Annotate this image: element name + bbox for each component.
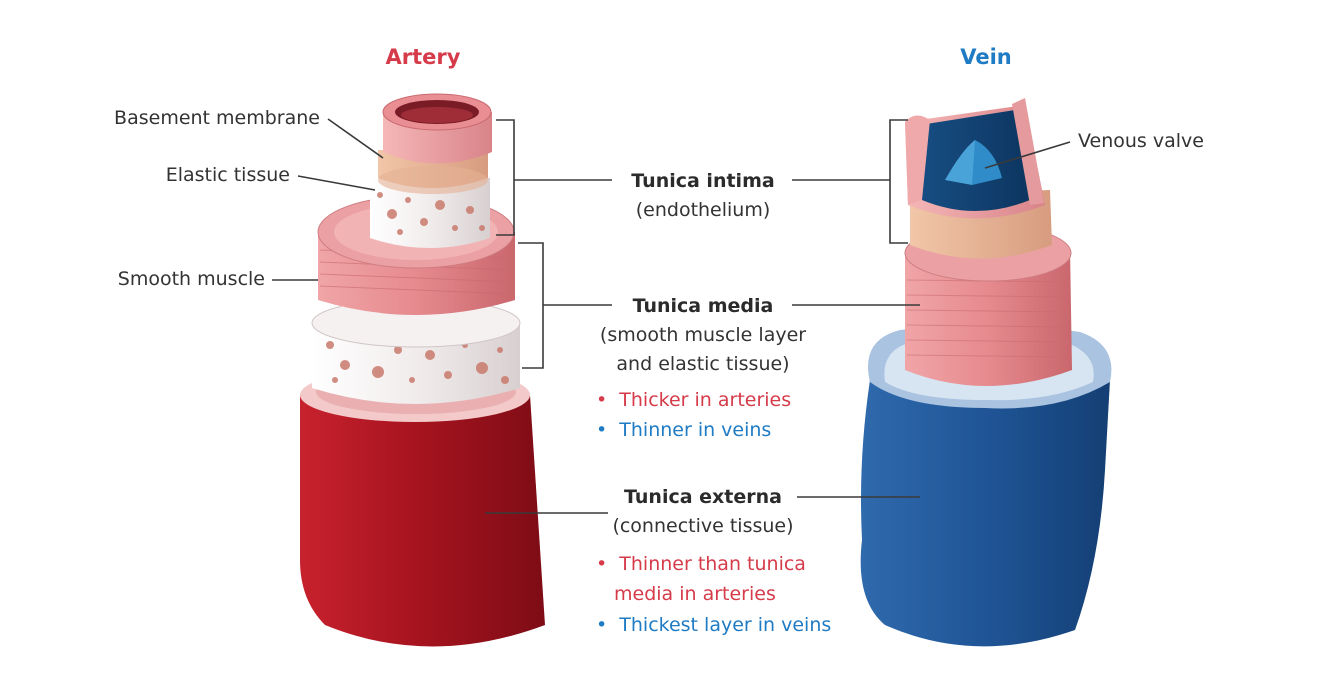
tunica-media-desc-2: and elastic tissue)	[616, 353, 789, 375]
elastic-tissue-leader	[297, 175, 376, 191]
vein-intima-bracket	[792, 119, 908, 244]
artery-elastic-band-upper	[370, 178, 490, 248]
tunica-media-name: Tunica media	[633, 295, 774, 317]
bullet-blue: •	[596, 614, 607, 636]
venous-valve-label: Venous valve	[1078, 130, 1204, 152]
artery-tunica-externa	[300, 368, 545, 647]
tunica-media-desc-1: (smooth muscle layer	[600, 324, 806, 346]
venous-valve-leader	[984, 141, 1071, 169]
tunica-externa-artery-note-1-text: Thinner than tunica	[618, 553, 806, 575]
tunica-media-vein-note-text: Thinner in veins	[618, 419, 771, 441]
bullet-red: •	[596, 553, 607, 575]
tunica-media-vein-note: • Thinner in veins	[596, 419, 771, 441]
artery-intima-bracket	[496, 119, 612, 236]
tunica-externa-desc: (connective tissue)	[612, 515, 793, 537]
venous-valve-shape	[945, 140, 1002, 185]
artery-illustration	[300, 93, 545, 647]
tunica-intima-desc: (endothelium)	[636, 199, 771, 221]
vein-title: Vein	[960, 45, 1012, 69]
tunica-externa-artery-note-1: • Thinner than tunica	[596, 553, 806, 575]
tunica-media-artery-note-text: Thicker in arteries	[618, 389, 791, 411]
artery-title: Artery	[386, 45, 461, 69]
basement-membrane-label: Basement membrane	[114, 107, 320, 129]
artery-media-bracket	[518, 242, 612, 369]
tunica-media-artery-note: • Thicker in arteries	[596, 389, 791, 411]
tunica-externa-artery-note-2: media in arteries	[614, 583, 776, 605]
bullet-blue: •	[596, 419, 607, 441]
bullet-red: •	[596, 389, 607, 411]
tunica-externa-name: Tunica externa	[624, 486, 782, 508]
basement-membrane-leader	[327, 118, 384, 159]
artery-tunica-intima	[382, 93, 492, 164]
tunica-externa-vein-note: • Thickest layer in veins	[596, 614, 831, 636]
elastic-tissue-label: Elastic tissue	[166, 164, 290, 186]
tunica-externa-vein-note-text: Thickest layer in veins	[618, 614, 831, 636]
vein-illustration	[860, 98, 1112, 647]
tunica-intima-name: Tunica intima	[631, 170, 774, 192]
artery-elastic-band-lower	[311, 298, 521, 404]
smooth-muscle-label: Smooth muscle	[118, 268, 265, 290]
